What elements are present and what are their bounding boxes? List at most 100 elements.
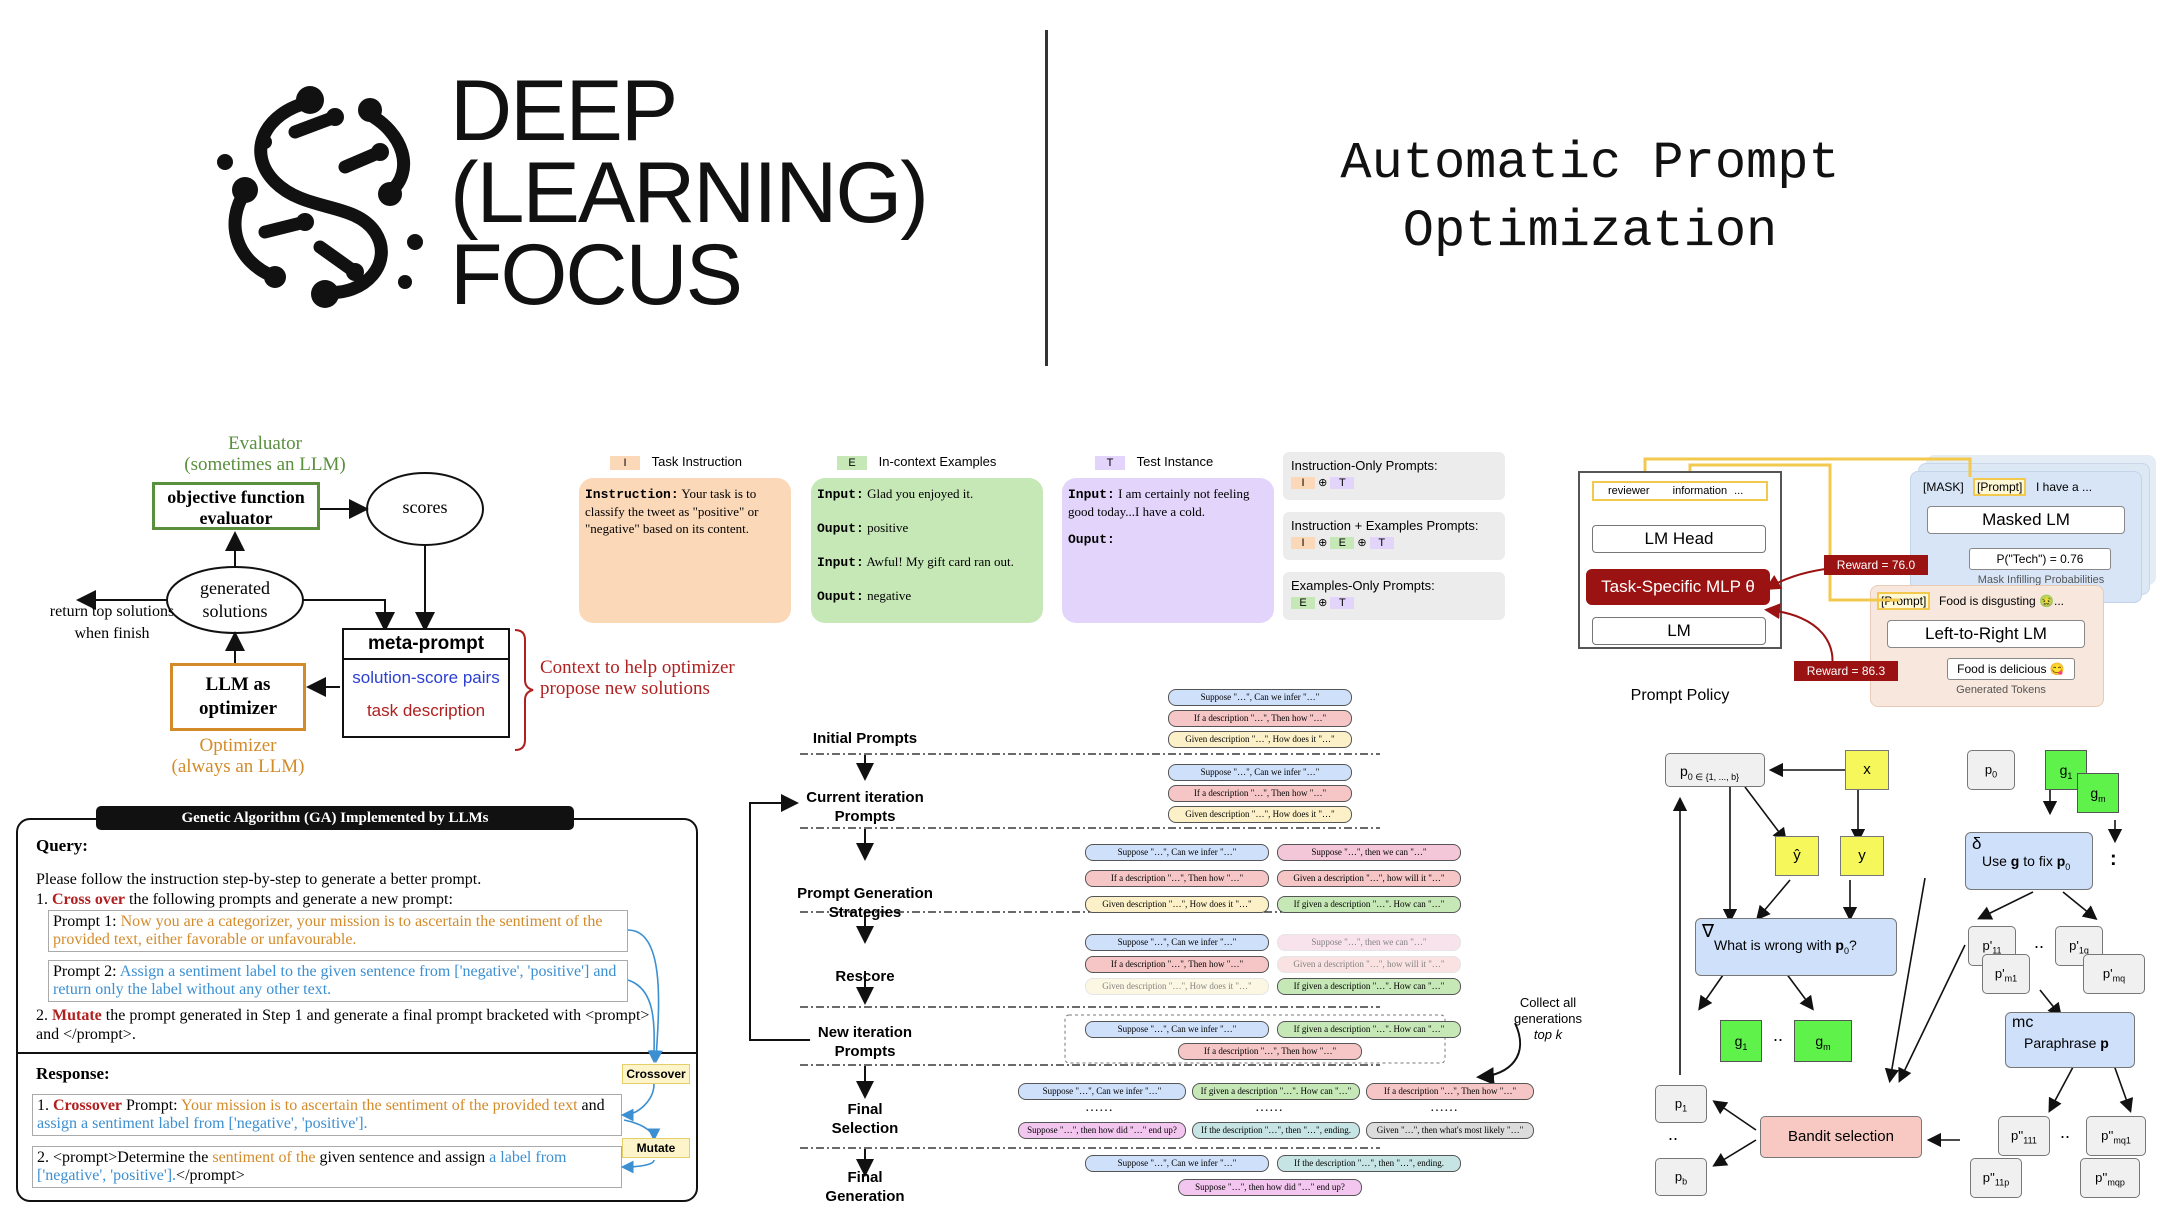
pill: Given "…", then what's most likely "…" [1366, 1122, 1534, 1139]
logo-line: (LEARNING) [450, 145, 929, 241]
pill: If the description "…", then "…", ending… [1192, 1122, 1360, 1139]
legend-t-tag: T [1095, 456, 1125, 470]
pill: Given a description "…", how will it "…" [1277, 870, 1461, 887]
prompt2-text: Assign a sentiment label to the given se… [53, 963, 617, 998]
p-symbol: p [2011, 1128, 2019, 1143]
p-symbol: p [2095, 1170, 2103, 1185]
prompt1-box: Prompt 1: Now you are a categorizer, you… [48, 910, 628, 952]
p0-box: p0 ∈ {1, ..., b} [1665, 753, 1765, 787]
ga-divider [18, 1052, 696, 1054]
p1-box: p1 [1655, 1085, 1707, 1123]
instruction-keyword: Instruction: [585, 487, 679, 502]
pill: If given a description "…". How can "…" [1192, 1083, 1360, 1100]
pb-box: pb [1655, 1158, 1707, 1196]
yhat-box: ŷ [1775, 836, 1819, 876]
opro-arrows [76, 472, 534, 751]
information-token: information [1672, 485, 1728, 497]
pill: Given description "…", How does it "…" [1168, 731, 1352, 748]
r2-number: 2. [37, 1149, 53, 1166]
g1-box: g1 [1720, 1020, 1762, 1062]
r1-number: 1. [37, 1097, 53, 1114]
prompt-type-examples-only: Examples-Only Prompts: E ⊕ T [1283, 572, 1505, 620]
pill: Suppose "…", then we can "…" [1277, 934, 1461, 951]
p0-symbol: p [1680, 763, 1688, 779]
logo-line: FOCUS [450, 227, 743, 323]
llm-line: optimizer [198, 698, 278, 719]
objective-function-box: objective function evaluator [152, 482, 320, 530]
plus-icon: ⊕ [1318, 597, 1328, 609]
legend-t-label: Test Instance [1136, 454, 1214, 469]
optimizer-subtitle: (always an LLM) [171, 756, 305, 777]
pill: If a description "…", Then how "…" [1366, 1083, 1534, 1100]
evo-pills: Suppose "…", Can we infer "…" If a descr… [740, 685, 1600, 1215]
gradient-text: What is wrong with [1714, 937, 1836, 953]
prompt-type-chips: I ⊕ E ⊕ T [1291, 536, 1497, 549]
prompt2-label: Prompt 2: [53, 963, 120, 980]
dots: …… [1085, 1100, 1113, 1115]
p-tech-box: P("Tech") = 0.76 [1969, 548, 2111, 570]
lm-head-box: LM Head [1592, 525, 1766, 553]
lm-box: LM [1592, 617, 1766, 645]
g-symbol: g [1815, 1033, 1824, 1049]
pill: Suppose "…", Can we infer "…" [1085, 1021, 1269, 1038]
pmq-box: p'mq [2083, 954, 2145, 994]
masked-lm-card: [MASK] [Prompt] I have a ... Masked LM P… [1910, 471, 2142, 603]
pill: Given a description "…", how will it "…" [1277, 956, 1461, 973]
mlp-box: Task-Specific MLP θ [1586, 569, 1770, 605]
example-input-2: Input: Awful! My gift card ran out. [817, 553, 1037, 571]
pill: Suppose "…", Can we infer "…" [1018, 1083, 1186, 1100]
p1q-box: p'1q [2055, 926, 2103, 966]
context-label: Context to help optimizer propose new so… [540, 657, 800, 699]
prompt1-label: Prompt 1: [53, 913, 121, 930]
output-keyword: Ouput: [817, 521, 864, 536]
legend-i-tag: I [610, 456, 640, 470]
step1-keyword: Cross over [52, 891, 126, 908]
colon-glyph: : [2110, 848, 2117, 870]
dots: .. [2034, 932, 2045, 952]
prompt-type-chips: I ⊕ T [1291, 476, 1497, 489]
step2-number: 2. [36, 1007, 52, 1024]
llm-optimizer-box: LLM as optimizer [170, 663, 306, 731]
instruction-text: Your task is to classify the tweet as "p… [585, 486, 759, 536]
prompt-token: [Prompt] [1973, 478, 2027, 496]
prompt-type-instruction-only: Instruction-Only Prompts: I ⊕ T [1283, 452, 1505, 500]
logo-line: DEEP [450, 63, 678, 159]
pill: If a description "…", Then how "…" [1085, 870, 1269, 887]
objective-function-line: objective function [167, 487, 305, 507]
p-symbol: p [1982, 938, 1990, 953]
p-symbol: p [2101, 1128, 2109, 1143]
gradient-question: What is wrong with p0? [1714, 937, 1857, 956]
fix-mid: to fix [2019, 853, 2057, 869]
step1-number: 1. [36, 891, 52, 908]
reward-badge-2: Reward = 86.3 [1794, 661, 1898, 681]
crossover-tag: Crossover [622, 1064, 690, 1084]
r2-pre: <prompt>Determine the [53, 1149, 213, 1166]
optimizer-label: Optimizer (always an LLM) [140, 735, 336, 777]
input-text: Glad you enjoyed it. [863, 486, 974, 501]
chip-t: T [1330, 477, 1355, 489]
pill: Suppose "…", Can we infer "…" [1168, 689, 1352, 706]
p-symbol: p [1674, 1169, 1683, 1184]
prompt-type-chips: E ⊕ T [1291, 596, 1497, 609]
step1-text: the following prompts and generate a new… [125, 891, 453, 908]
pill: If given a description "…". How can "…" [1277, 896, 1461, 913]
output-text: negative [863, 588, 912, 603]
mc-label: mc [2012, 1014, 2034, 1031]
dots: …… [1430, 1100, 1458, 1115]
evo-lines [749, 753, 1521, 1177]
pill: Suppose "…", Can we infer "…" [1168, 764, 1352, 781]
return-top-label: return top solutions when finish [32, 601, 192, 645]
fix-pre: Use [1982, 853, 2011, 869]
r1-orange: Your mission is to ascertain the sentime… [181, 1097, 578, 1114]
chip-i: I [1291, 537, 1315, 549]
test-output: Ouput: [1068, 530, 1268, 548]
p11p-box: p''11p [1970, 1158, 2022, 1198]
prompt2-box: Prompt 2: Assign a sentiment label to th… [48, 960, 628, 1002]
gradient-box: ∇ What is wrong with p0? [1695, 918, 1897, 976]
pill: If a description "…", Then how "…" [1168, 710, 1352, 727]
logo-wordmark: DEEP (LEARNING) FOCUS [450, 63, 929, 323]
fix-text: Use g to fix p0 [1982, 853, 2071, 872]
mask-probs-label: Mask Infilling Probabilities [1977, 574, 2105, 586]
scores-label: scores [402, 497, 448, 517]
prompt1-text: Now you are a categorizer, your mission … [53, 913, 603, 948]
